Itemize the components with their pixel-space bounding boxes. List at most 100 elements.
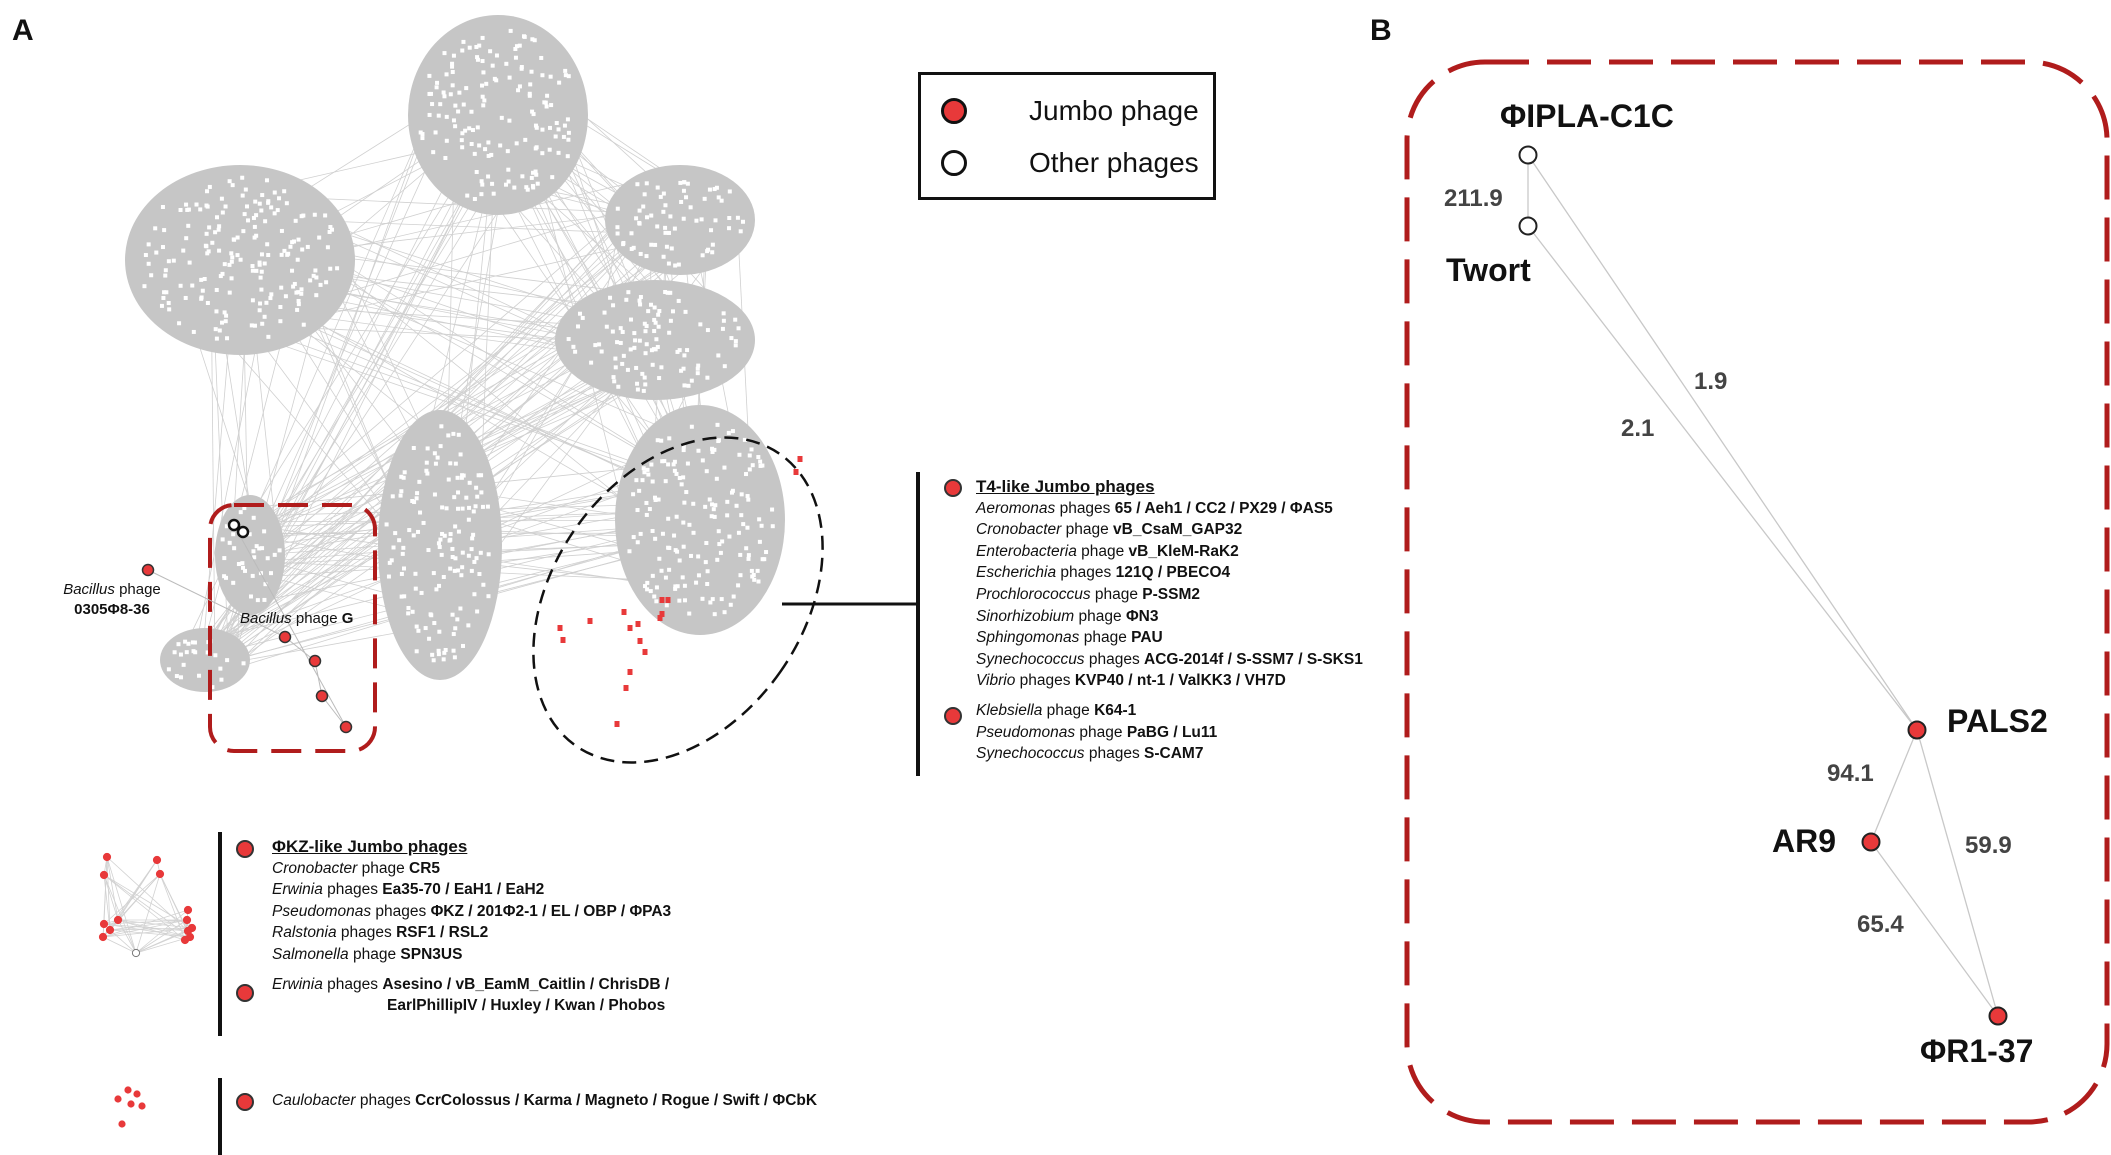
other-node [470, 128, 475, 133]
edge [103, 874, 111, 931]
other-node [469, 547, 474, 552]
other-node [684, 490, 689, 495]
other-node [450, 83, 455, 88]
other-node [205, 650, 210, 655]
other-node [434, 85, 439, 90]
other-node [657, 556, 662, 561]
phikz-erwinia-line: Erwinia phages Asesino / vB_EamM_Caitlin… [272, 975, 670, 993]
other-node [674, 514, 679, 519]
other-node [225, 336, 230, 341]
other-node [435, 80, 440, 85]
other-node [444, 138, 449, 143]
other-node [613, 356, 618, 361]
other-node [282, 248, 287, 253]
other-node [207, 184, 212, 189]
other-node [635, 381, 640, 386]
other-node [759, 523, 764, 528]
other-node [467, 45, 472, 50]
other-node [455, 506, 460, 511]
other-node [142, 284, 147, 289]
other-node [709, 514, 714, 519]
other-node [420, 132, 425, 137]
other-node [390, 494, 395, 499]
other-node [643, 351, 648, 356]
edge [159, 873, 191, 938]
other-node [756, 579, 761, 584]
other-node [251, 549, 256, 554]
other-node [746, 556, 751, 561]
other-node [162, 228, 167, 233]
other-node [615, 231, 620, 236]
other-node [489, 152, 494, 157]
jumbo-node [315, 689, 329, 703]
other-node [733, 339, 738, 344]
phikz-bracket-bar [218, 832, 222, 1036]
other-node [481, 70, 486, 75]
other-node [186, 223, 191, 228]
other-node [262, 597, 267, 602]
other-node [393, 531, 398, 536]
other-node [645, 467, 650, 472]
other-node [278, 305, 283, 310]
other-node [268, 571, 273, 576]
other-node [521, 34, 526, 39]
other-node [669, 246, 674, 251]
other-node [452, 495, 457, 500]
other-node [621, 353, 626, 358]
other-node [474, 44, 479, 49]
other-node [259, 287, 264, 292]
other-node [473, 504, 478, 509]
jumbo-node [621, 609, 627, 615]
other-node [507, 118, 512, 123]
other-node [755, 568, 760, 573]
node-phipla [1518, 145, 1538, 165]
other-node [191, 329, 196, 334]
other-node [238, 257, 243, 262]
other-node [556, 127, 561, 132]
other-node [427, 636, 432, 641]
other-node [460, 48, 465, 53]
other-node [704, 541, 709, 546]
other-node [589, 360, 594, 365]
other-node [441, 575, 446, 580]
network-edge [248, 189, 652, 535]
other-node [729, 336, 734, 341]
other-node [644, 181, 649, 186]
other-node [707, 497, 712, 502]
other-node [217, 224, 222, 229]
other-node [715, 422, 720, 427]
t4-cluster-ellipse [532, 436, 824, 764]
other-node [282, 189, 287, 194]
other-node [733, 317, 738, 322]
other-node [475, 57, 480, 62]
other-node [250, 268, 255, 273]
bacillus-0305-label: Bacillus phage 0305Φ8-36 [63, 581, 161, 618]
other-node [241, 661, 246, 666]
other-node [283, 294, 288, 299]
other-node [460, 131, 465, 136]
other-node [186, 641, 191, 646]
other-node [562, 123, 567, 128]
other-node [459, 475, 464, 480]
other-node [450, 555, 455, 560]
other-node [720, 539, 725, 544]
other-node [325, 245, 330, 250]
network-edge [243, 628, 418, 661]
other-node [721, 318, 726, 323]
other-node [499, 115, 504, 120]
other-node [650, 528, 655, 533]
other-node [703, 560, 708, 565]
network-edge [218, 544, 405, 675]
other-node [620, 329, 625, 334]
other-node [602, 310, 607, 315]
other-node [689, 424, 694, 429]
other-node [629, 246, 634, 251]
other-node [512, 185, 517, 190]
other-node [218, 274, 223, 279]
other-node [599, 349, 604, 354]
other-node [608, 295, 613, 300]
other-node [565, 154, 570, 159]
other-node [269, 292, 274, 297]
other-node [411, 533, 416, 538]
other-node [714, 185, 719, 190]
